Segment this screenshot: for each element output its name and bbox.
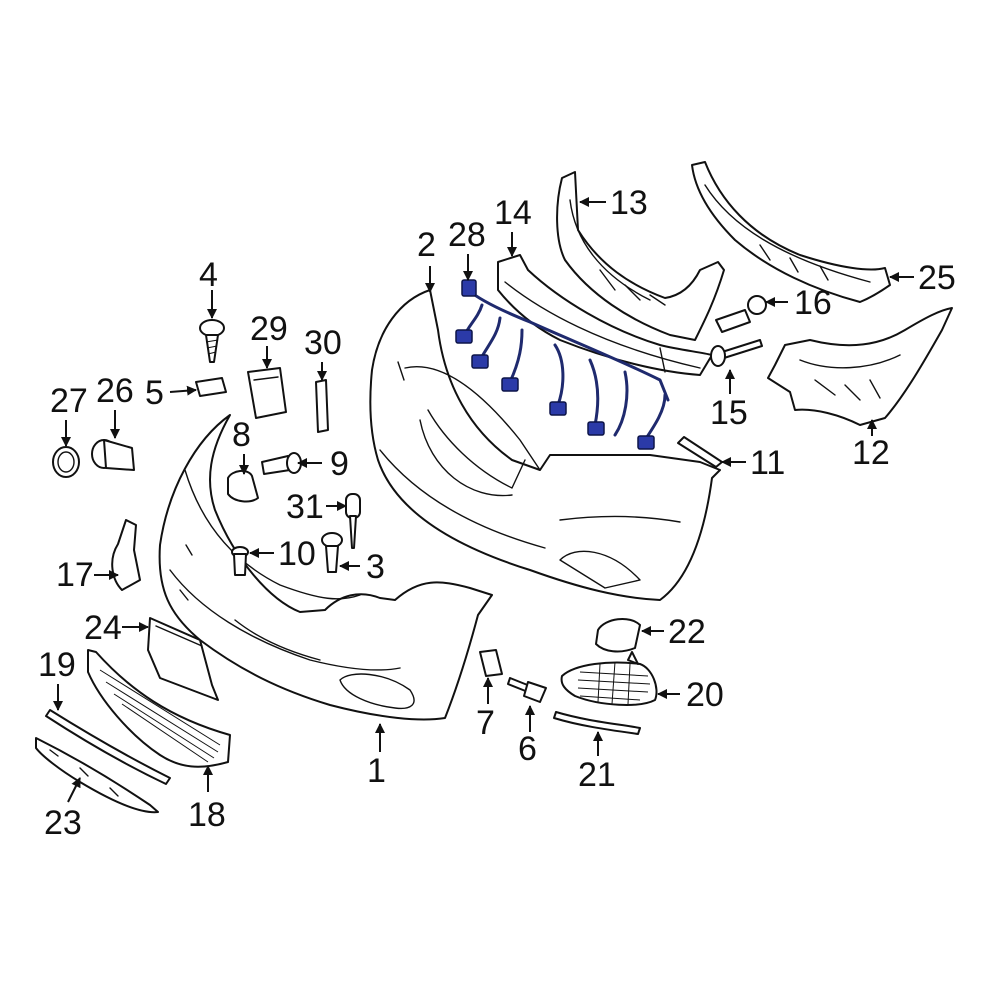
callout-21: 21	[578, 756, 616, 794]
part-bumper-cover-lower	[158, 414, 493, 721]
part-screw-6	[507, 677, 547, 703]
part-bracket-17	[111, 519, 141, 591]
callout-27: 27	[50, 382, 88, 420]
callout-26: 26	[96, 372, 134, 410]
callout-19: 19	[38, 646, 76, 684]
callout-3: 3	[366, 548, 385, 586]
part-side-bracket-12	[767, 307, 953, 426]
callout-1: 1	[367, 752, 386, 790]
part-ring-27	[52, 446, 80, 478]
callout-5: 5	[145, 374, 164, 412]
callout-8: 8	[232, 416, 251, 454]
part-reinforcement-13	[556, 171, 725, 341]
part-clamp-8	[227, 470, 259, 503]
callout-29: 29	[250, 310, 288, 348]
part-bracket-30	[315, 379, 329, 433]
part-plate-24	[147, 617, 219, 701]
part-clip-7	[479, 649, 503, 677]
part-pin-10	[231, 546, 249, 576]
part-strip-23	[35, 737, 159, 814]
leader-5	[169, 385, 197, 396]
callout-23: 23	[44, 804, 82, 842]
part-module-29	[247, 367, 287, 419]
callout-6: 6	[518, 730, 537, 768]
part-bumper-cover-upper	[369, 289, 721, 601]
callout-17: 17	[56, 556, 94, 594]
callout-2: 2	[417, 226, 436, 264]
part-clip-5	[195, 377, 227, 397]
callout-7: 7	[476, 704, 495, 742]
part-sensor-26	[91, 439, 135, 471]
part-strip-19	[45, 709, 171, 785]
part-fog-grille-20	[560, 651, 658, 706]
callout-9: 9	[330, 445, 349, 483]
callout-14: 14	[494, 194, 532, 232]
leader-23	[67, 777, 81, 803]
part-absorber-25	[691, 161, 891, 303]
part-bolt-3	[321, 532, 343, 573]
callout-11: 11	[750, 444, 785, 482]
callout-22: 22	[668, 613, 706, 651]
part-pin-16	[715, 295, 767, 333]
callout-18: 18	[188, 796, 226, 834]
callout-30: 30	[304, 324, 342, 362]
part-screw-4	[199, 319, 225, 363]
callout-24: 24	[84, 609, 122, 647]
callout-12: 12	[852, 434, 890, 472]
callout-13: 13	[610, 184, 648, 222]
callout-16: 16	[794, 284, 832, 322]
callout-28: 28	[448, 216, 486, 254]
callout-31: 31	[286, 488, 324, 526]
callout-20: 20	[686, 676, 724, 714]
leader-lines	[53, 197, 914, 803]
part-grille-18	[87, 649, 231, 768]
callout-10: 10	[278, 535, 316, 573]
part-bolt-15	[710, 339, 763, 367]
part-bolt-9	[261, 452, 302, 475]
callout-15: 15	[710, 394, 748, 432]
part-sensor-31	[345, 493, 361, 549]
part-cap-22	[595, 618, 641, 653]
callout-25: 25	[918, 259, 956, 297]
callout-4: 4	[199, 256, 218, 294]
callout-numbers: 1 2 3 4 5 6 7 8 9 10 11 12 13 14 15 16 1…	[38, 184, 956, 842]
part-trim-21	[553, 711, 641, 735]
